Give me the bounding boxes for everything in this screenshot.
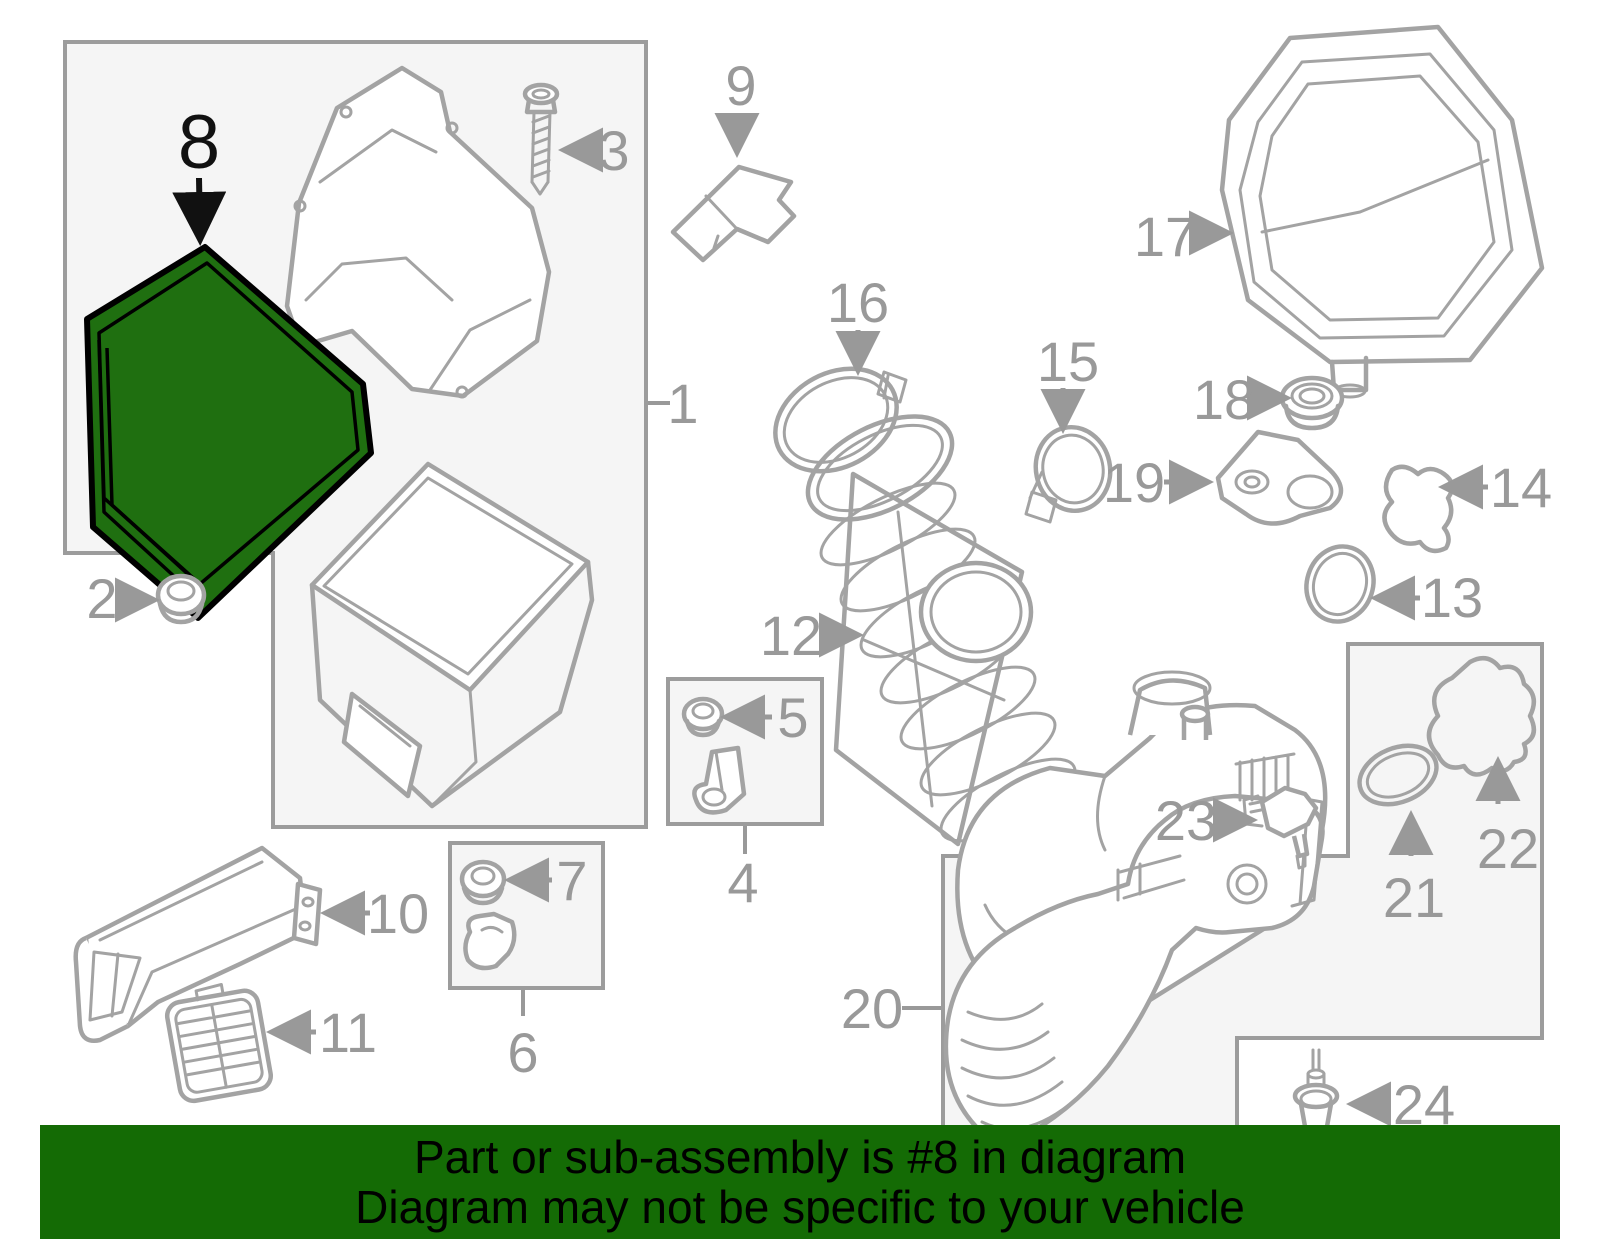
callouts: 1 2 3 4 5 6 7 8 9 10 11 12 13 14 15 16 1 (86, 54, 1552, 1136)
part-bracket-19[interactable] (1215, 429, 1344, 526)
callout-4[interactable]: 4 (727, 851, 758, 914)
part-screw-3[interactable] (522, 82, 560, 196)
callout-20[interactable]: 20 (841, 977, 903, 1040)
callout-16[interactable]: 16 (827, 271, 889, 334)
part-air-cleaner-17[interactable] (1219, 24, 1545, 399)
part-vent-grille-11[interactable] (163, 979, 273, 1104)
part-grommet-2[interactable] (155, 573, 207, 625)
part-grommet-18[interactable] (1279, 375, 1345, 431)
part-clip-6[interactable] (463, 911, 517, 971)
callout-17[interactable]: 17 (1134, 205, 1196, 268)
callout-14[interactable]: 14 (1490, 456, 1552, 519)
callout-12[interactable]: 12 (760, 604, 822, 667)
callout-3[interactable]: 3 (598, 119, 629, 182)
part-sensor-24[interactable] (1292, 1048, 1340, 1156)
part-oring-13[interactable] (1297, 538, 1383, 631)
part-clamp-16[interactable] (757, 348, 914, 491)
callout-22[interactable]: 22 (1477, 817, 1539, 880)
callout-5[interactable]: 5 (777, 686, 808, 749)
callout-13[interactable]: 13 (1421, 566, 1483, 629)
callout-10[interactable]: 10 (367, 882, 429, 945)
part-bracket-9[interactable] (670, 164, 797, 263)
part-housing-lower[interactable] (309, 461, 595, 809)
part-seal-ring-21[interactable] (1351, 735, 1445, 815)
callout-21[interactable]: 21 (1383, 866, 1445, 929)
callout-6[interactable]: 6 (507, 1021, 538, 1084)
callout-2[interactable]: 2 (86, 567, 117, 630)
part-bracket-4[interactable] (692, 745, 747, 815)
part-intake-duct-10[interactable] (73, 845, 323, 1043)
part-seal-14[interactable] (1382, 464, 1455, 554)
part-air-filter-8[interactable] (84, 244, 374, 621)
callout-1[interactable]: 1 (667, 372, 698, 435)
callout-arrow-8 (172, 177, 227, 246)
part-grommet-5[interactable] (681, 696, 725, 738)
callout-8-highlighted[interactable]: 8 (178, 100, 220, 185)
callout-7[interactable]: 7 (556, 849, 587, 912)
callout-15[interactable]: 15 (1037, 330, 1099, 393)
callout-23[interactable]: 23 (1155, 789, 1217, 852)
callout-19[interactable]: 19 (1103, 451, 1165, 514)
callout-9[interactable]: 9 (725, 54, 756, 117)
part-grommet-7[interactable] (459, 859, 507, 906)
callout-11[interactable]: 11 (319, 1001, 377, 1064)
part-housing-cover[interactable] (284, 65, 552, 399)
banner-line-2: Diagram may not be specific to your vehi… (355, 1181, 1245, 1233)
highlight-banner: Part or sub-assembly is #8 in diagram Di… (40, 1125, 1560, 1239)
callout-18[interactable]: 18 (1193, 368, 1255, 431)
banner-line-1: Part or sub-assembly is #8 in diagram (413, 1131, 1187, 1183)
